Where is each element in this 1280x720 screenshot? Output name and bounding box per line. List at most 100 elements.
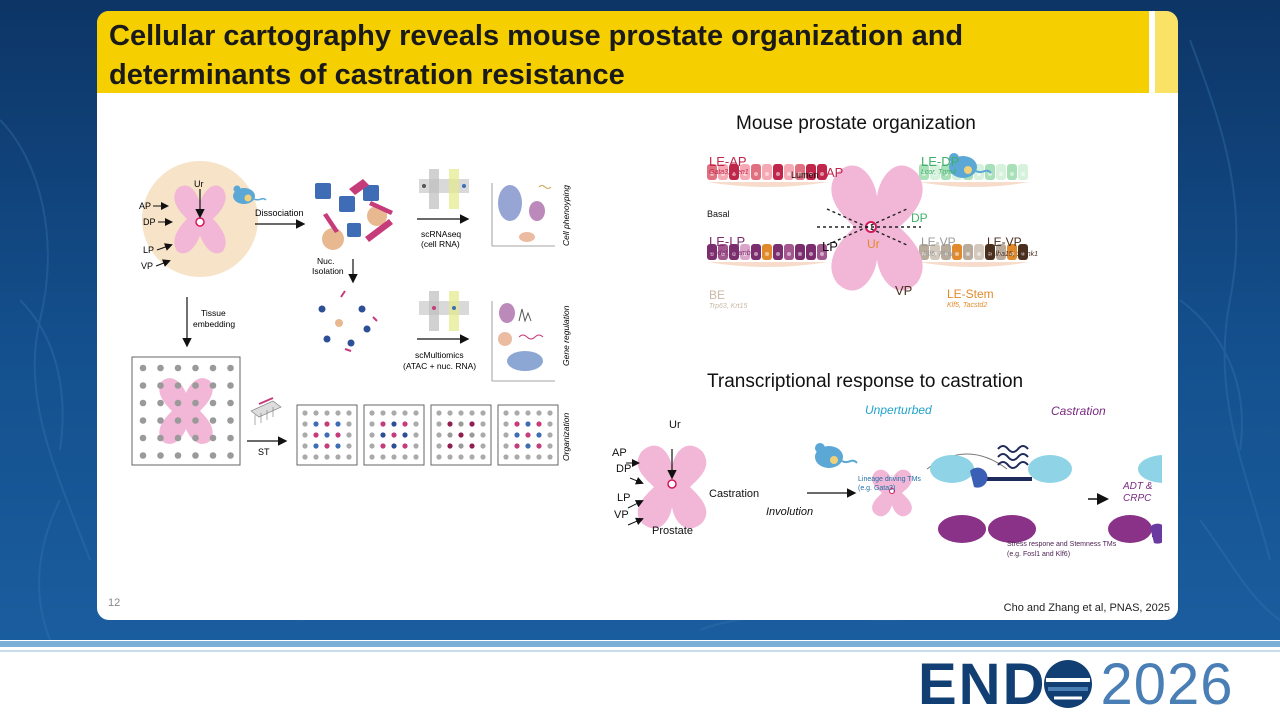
st-map-spot [447,421,453,427]
st-spot [174,417,182,424]
le-vp-grey-genes: Elf5, Pbsn [923,251,955,258]
st-spot [192,364,199,372]
st-map-spot [525,421,531,427]
st-spot [227,417,234,424]
basal-label: Basal [707,209,730,219]
lineage-label-2: (e.g. Gata3) [858,485,896,492]
st-spot [227,434,234,442]
mouse-icon [233,185,267,204]
st-map-spot [335,454,341,460]
castration-ur-label: Ur [669,419,681,431]
lobe-dashed-lines [817,208,921,246]
st-map-spot [469,443,475,449]
st-spot [227,382,234,389]
st-map-spot [335,443,341,449]
stress-label-2: (e.g. Fosl1 and Klf6) [1007,551,1071,558]
st-spot [174,382,182,389]
isolated-nuclei [318,290,378,352]
st-map-spot [514,421,520,427]
st-map-spot [480,432,486,438]
st-map-spot [402,410,408,416]
st-map-spot [313,410,319,416]
castration-title: Castration [1051,404,1106,418]
endo-2026-logo: END 2026 [918,652,1234,717]
st-spot [192,452,199,459]
lobe-label-dp: DP [143,217,156,227]
st-spot [139,434,147,442]
st-map-spot [413,454,419,460]
le-vp-grey-label: LE-VP [921,235,956,249]
lp-label: LP [822,239,838,254]
side-label-cell-phenotyping: Cell phenoyping [561,185,571,246]
lineage-label-1: Lineage driving TMs [858,476,921,483]
st-map-spot [402,454,408,460]
castration-lobe-ap: AP [612,447,627,459]
st-spot [209,452,217,459]
st-map-spot [536,443,542,449]
st-map-spot [536,454,542,460]
st-map-spot [503,410,509,416]
st-map-spot [469,432,475,438]
tissue-embedding-label-1: Tissue [201,308,226,318]
ur-label: Ur [194,179,204,189]
le-ap-label: LE-AP [709,154,747,169]
st-map-spot [514,454,520,460]
le-stem-genes: Klf5, Tacstd2 [947,302,988,309]
nuc-isolation-label-1: Nuc. [317,256,334,266]
st-map-spot [458,432,464,438]
st-map-spot [469,454,475,460]
st-map-spot [458,421,464,427]
st-map-spot [514,443,520,449]
slide-title: Cellular cartography reveals mouse prost… [109,20,964,91]
st-map-spot [402,421,408,427]
st-map-spot [324,432,330,438]
urethra-castration [667,479,677,489]
unperturbed-title: Unperturbed [865,403,932,417]
st-spot [209,364,217,372]
dissociated-cells [315,179,393,250]
castration-lobe-lp: LP [617,492,631,504]
st-map-spot [525,432,531,438]
st-map-spot [536,432,542,438]
mouse-icon-org [949,153,992,178]
st-spot [209,382,217,389]
chromatin-castration [1108,455,1162,544]
ur-center-label: Ur [867,237,880,251]
st-spot [139,452,147,459]
urethra-involuted [889,488,895,494]
st-map-spot [503,432,509,438]
st-map-spot [447,443,453,449]
st-map-spot [514,410,520,416]
st-spot [174,399,182,407]
st-map-spot [380,454,386,460]
st-map-spot [346,454,352,460]
st-map-spot [346,421,352,427]
st-map-spot [525,410,531,416]
castration-diagram [626,443,1162,544]
lobe-label-vp: VP [141,261,153,271]
vp-label: VP [895,283,913,298]
st-spot [139,364,147,372]
st-map-spot [391,454,397,460]
st-map-spot [547,432,553,438]
castration-arrow-label: Castration [709,488,760,500]
side-label-gene-regulation: Gene regulation [561,305,571,366]
st-map-spot [391,421,397,427]
st-map-spot [302,454,308,460]
st-map-spot [436,432,442,438]
st-map-spot [380,443,386,449]
st-map-spot [335,410,341,416]
st-map-spot [324,454,330,460]
organization-heading: Mouse prostate organization [736,113,976,134]
citation: Cho and Zhang et al, PNAS, 2025 [1003,602,1170,614]
st-map-spot [380,421,386,427]
globe-icon [1044,660,1093,708]
st-map-spot [369,410,375,416]
st-spot [192,417,199,424]
st-map-spot [503,443,509,449]
st-map-spot [503,454,509,460]
st-map-spot [391,410,397,416]
st-map-spot [536,421,542,427]
basal-cell [707,262,828,267]
footer-stripe [0,641,1280,647]
